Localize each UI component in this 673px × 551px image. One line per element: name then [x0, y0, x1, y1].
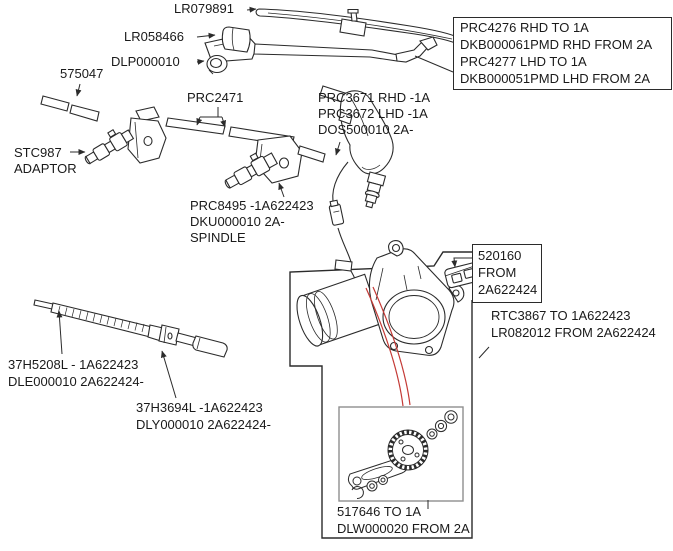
grommet-nut — [206, 54, 228, 75]
wheelbox-left — [84, 106, 167, 165]
label-hose-pieces: 575047 — [60, 66, 104, 81]
label-motor-assembly: RTC3867 TO 1A622423 LR082012 FROM 2A6224… — [491, 308, 656, 340]
label-drive-rack: 37H5208L - 1A622423 DLE000010 2A622424- — [8, 357, 144, 389]
leader-tubes-right — [220, 116, 227, 128]
reference-lines — [365, 286, 411, 407]
leader-wiper-blade — [246, 6, 257, 13]
label-rack-ferrule: 37H3694L -1A622423 DLY000010 2A622424- — [136, 400, 271, 432]
nozzle-cover — [221, 26, 251, 53]
leader-rack-ferrule — [160, 350, 177, 399]
label-nozzle-cover: LR058466 — [124, 29, 184, 44]
leader-hose-variants — [335, 141, 341, 156]
rack-ferrule — [147, 324, 180, 346]
box-wiper-arm-variants: PRC4276 RHD TO 1A DKB000061PMD RHD FROM … — [453, 17, 672, 90]
motor-cable — [332, 161, 349, 207]
linkage-housing — [319, 85, 394, 289]
leader-nozzle-cover — [196, 32, 216, 39]
hose-pieces — [40, 95, 100, 122]
leader-spindle — [278, 182, 285, 198]
cable-connector — [328, 199, 345, 226]
leader-motor-assembly — [478, 346, 490, 359]
wheelbox-spindle — [224, 135, 326, 189]
leader-drive-rack — [56, 310, 63, 355]
label-wiper-blade: LR079891 — [174, 1, 234, 16]
leader-grommet-nut — [196, 58, 205, 65]
leader-hose-pieces — [75, 83, 82, 97]
assembly-boundary — [289, 251, 473, 539]
label-adaptor: STC987 ADAPTOR — [14, 145, 77, 176]
drive-rack — [33, 299, 228, 358]
linkage-output-shaft — [364, 171, 387, 209]
spindle — [224, 152, 279, 189]
label-tubes: PRC2471 — [187, 90, 244, 105]
leader-wiper-arm-box — [414, 55, 454, 73]
box-mounting-grommet: 520160 FROM 2A622424 — [472, 244, 542, 303]
label-hose-variants: PRC3671 RHD -1A PRC3672 LHD -1A DOS50001… — [318, 90, 430, 137]
gear-crank-kit — [347, 410, 458, 500]
label-spindle: PRC8495 -1A622423 DKU000010 2A- SPINDLE — [190, 198, 314, 245]
label-gear-kit: 517646 TO 1A DLW000020 FROM 2A — [337, 504, 470, 536]
leader-lines — [56, 6, 490, 509]
leader-mounting-grommet — [451, 257, 472, 268]
label-grommet-nut: DLP000010 — [111, 54, 180, 69]
adaptor — [84, 129, 135, 165]
leader-tubes-left — [196, 116, 203, 126]
washers — [426, 410, 458, 440]
leader-tubes-stem — [200, 107, 222, 118]
